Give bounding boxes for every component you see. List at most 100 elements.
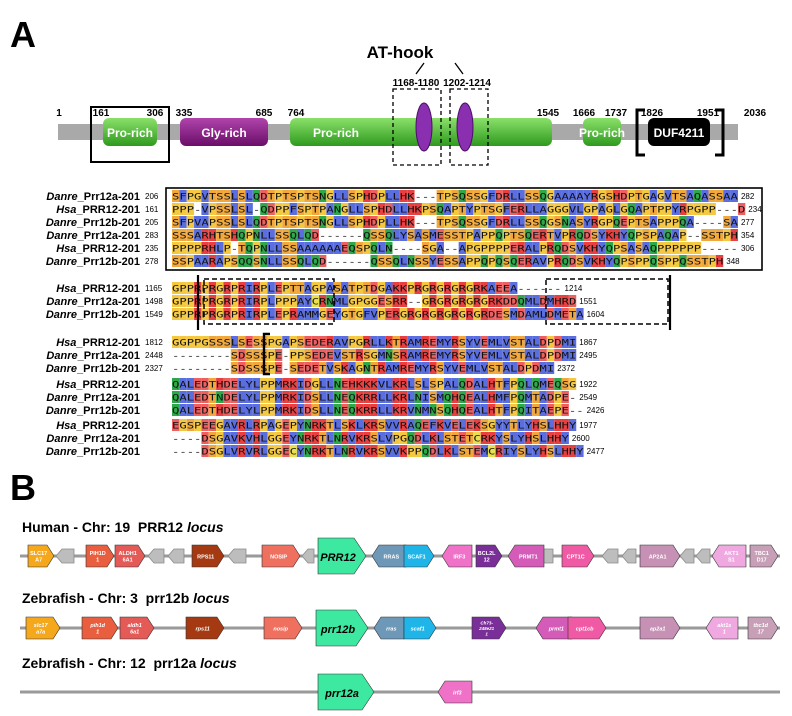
residue-cell (201, 295, 209, 307)
residue-cell (466, 216, 474, 228)
residue-cell (172, 203, 180, 215)
residue-cell (679, 242, 687, 254)
gene-arrow: irf3 (437, 680, 473, 704)
residue-cell (510, 362, 518, 374)
residue-cell (517, 203, 525, 215)
residue-cell (245, 432, 253, 444)
residue-cell (289, 432, 297, 444)
residue-cell (186, 282, 195, 294)
sequence-start: 205 (145, 218, 159, 227)
residue-cell (377, 308, 386, 320)
domain-pro-rich-2-label: Pro-rich (313, 126, 359, 140)
residue-cell (274, 432, 283, 444)
residue-cell (208, 242, 217, 254)
residue-cell (480, 391, 489, 403)
residue-cell (664, 203, 672, 215)
residue-cell (252, 308, 261, 320)
residue-cell (370, 295, 378, 307)
residue-cell (274, 229, 283, 241)
residue-cell (304, 190, 312, 202)
sequence-text: PPPPRHLP-TQPNLLSSAAAAAAEQSPQLN----SGA--A… (172, 245, 738, 255)
residue-cell (627, 190, 636, 202)
residue-cell (510, 203, 518, 215)
residue-cell (208, 404, 217, 416)
residue-cell (480, 295, 489, 307)
domain-pro-rich-3 (583, 118, 621, 146)
residue-cell (627, 242, 636, 254)
residue-cell (443, 282, 452, 294)
residue-cell (326, 362, 334, 374)
residue-cell (510, 419, 518, 431)
locus-2-title: - Chr: 3 prr12b (85, 590, 193, 606)
sequence-end: 354 (741, 231, 755, 240)
sequence-name-suffix: _PRR12-201 (75, 243, 140, 255)
sequence-end: 1977 (579, 421, 597, 430)
residue-cell (333, 404, 342, 416)
residue-cell (715, 229, 724, 241)
residue-cell (377, 362, 386, 374)
gene-shape (315, 609, 369, 647)
sequence-end: 306 (741, 244, 755, 253)
residue-cell (466, 229, 474, 241)
residue-cell (223, 255, 231, 267)
residue-cell (495, 336, 503, 348)
residue-cell (311, 445, 319, 457)
residue-cell (539, 432, 547, 444)
residue-cell (510, 432, 518, 444)
residue-cell (488, 349, 496, 361)
residue-cell (620, 242, 628, 254)
residue-cell (304, 404, 312, 416)
residue-cell (532, 229, 540, 241)
residue-cell (510, 404, 518, 416)
residue-cell (245, 190, 253, 202)
residue-cell (473, 445, 481, 457)
residue-cell (230, 349, 239, 361)
residue-cell (363, 203, 371, 215)
residue-cell (517, 404, 525, 416)
residue-cell (502, 378, 511, 390)
residue-cell (370, 432, 378, 444)
residue-cell (326, 378, 334, 390)
residue-cell (311, 378, 319, 390)
residue-cell (466, 432, 474, 444)
residue-cell (480, 419, 489, 431)
residue-cell (539, 190, 547, 202)
residue-cell (458, 229, 466, 241)
residue-cell (223, 419, 231, 431)
residue-cell (414, 391, 422, 403)
residue-cell (458, 378, 466, 390)
residue-cell (407, 362, 415, 374)
residue-cell (370, 362, 378, 374)
residue-cell (554, 378, 562, 390)
residue-cell (377, 282, 386, 294)
residue-cell (252, 391, 261, 403)
residue-cell (186, 308, 195, 320)
residue-cell (289, 282, 297, 294)
residue-cell (458, 445, 466, 457)
residue-cell (495, 203, 503, 215)
residue-cell (466, 349, 474, 361)
residue-cell (466, 190, 474, 202)
residue-cell (296, 362, 305, 374)
residue-cell (421, 391, 430, 403)
residue-cell (377, 229, 386, 241)
residue-cell (436, 404, 444, 416)
residue-cell (429, 242, 437, 254)
residue-cell (686, 190, 694, 202)
residue-cell (466, 255, 474, 267)
residue-cell (238, 404, 246, 416)
panel-b-label: B (10, 467, 36, 508)
residue-cell (473, 336, 481, 348)
residue-cell (348, 404, 356, 416)
residue-cell (443, 404, 452, 416)
residue-cell (245, 362, 253, 374)
residue-cell (590, 242, 599, 254)
residue-cell (179, 295, 187, 307)
residue-cell (407, 419, 415, 431)
residue-cell (230, 295, 239, 307)
sequence-name-species: Danre (46, 256, 77, 268)
